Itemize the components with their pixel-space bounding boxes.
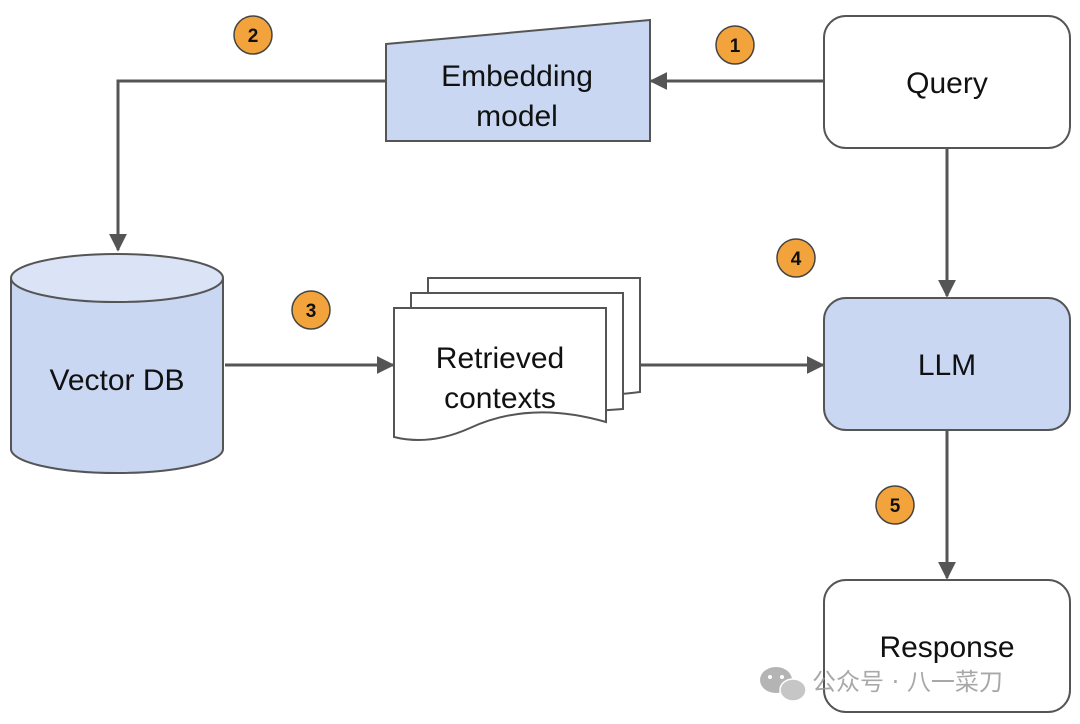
query-node: Query [823, 15, 1071, 149]
watermark-label: 公众号 · 八一菜刀 [812, 668, 1003, 696]
embedding-model-label-line1: Embedding [441, 60, 593, 93]
vector-db-label: Vector DB [49, 364, 184, 397]
step-badge-5: 5 [875, 485, 915, 525]
retrieved-contexts-label-line2: contexts [444, 382, 556, 415]
step-badge-1: 1 [715, 25, 755, 65]
response-label: Response [879, 631, 1014, 664]
retrieved-contexts-node: Retrieved contexts [393, 277, 641, 441]
watermark: 公众号 · 八一菜刀 [760, 667, 1003, 702]
query-label: Query [906, 67, 988, 100]
step-number-1: 1 [730, 36, 741, 57]
step-number-2: 2 [248, 26, 259, 47]
embedding-model-label-line2: model [476, 100, 558, 133]
embedding-model-node: Embedding model [385, 18, 651, 142]
step-badge-4: 4 [776, 238, 816, 278]
llm-label: LLM [918, 349, 976, 382]
vector-db-node: Vector DB [10, 253, 224, 474]
step-number-4: 4 [791, 249, 802, 270]
arrow-embedding-to-vector-db [109, 79, 386, 252]
step-number-3: 3 [306, 301, 317, 322]
response-node: Response [823, 579, 1071, 713]
step-number-5: 5 [890, 496, 901, 517]
step-badge-2: 2 [233, 15, 273, 55]
retrieved-contexts-label-line1: Retrieved [436, 342, 564, 375]
llm-node: LLM [823, 297, 1071, 431]
step-badge-3: 3 [291, 290, 331, 330]
connectors [109, 72, 956, 580]
wechat-icon [760, 667, 807, 702]
